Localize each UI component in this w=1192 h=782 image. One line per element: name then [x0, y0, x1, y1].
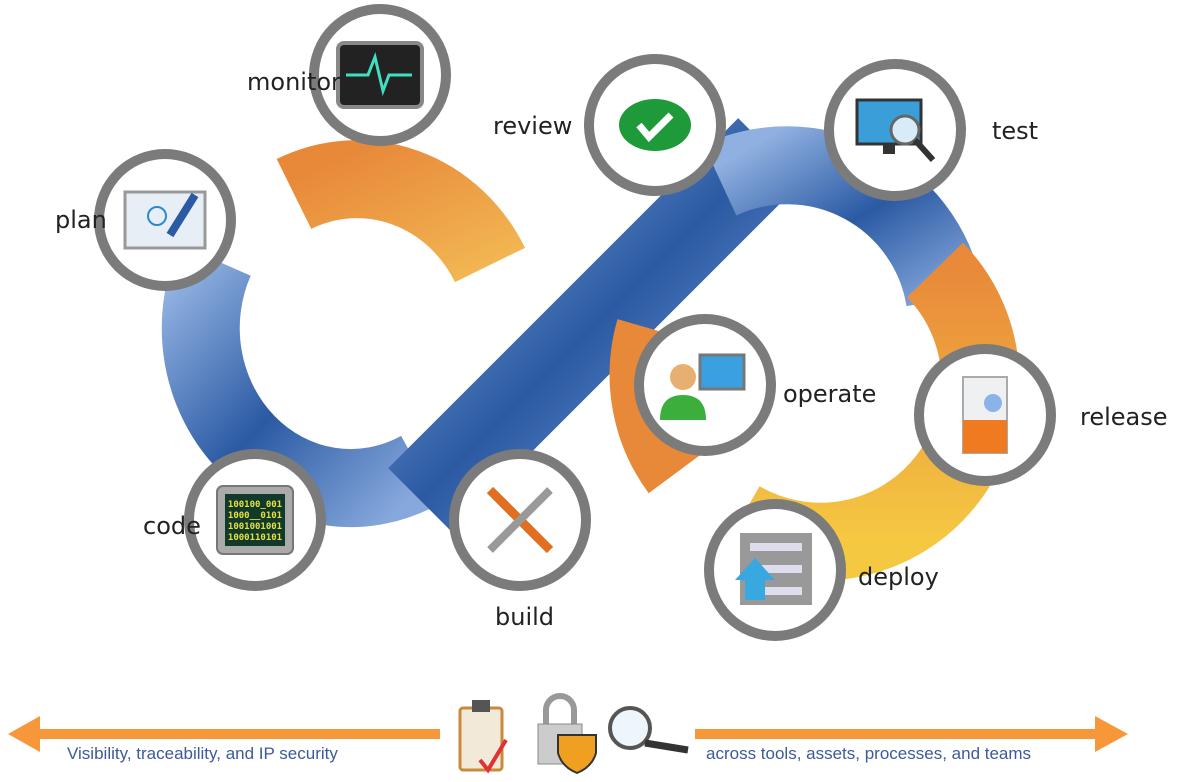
- label-code: code: [143, 512, 201, 540]
- clipboard-checklist-icon: [458, 700, 508, 774]
- ribbon-left-blue: [161, 244, 439, 528]
- label-review: review: [493, 112, 573, 140]
- code-line: 1000110101: [228, 533, 282, 543]
- padlock-shield-icon: [537, 693, 597, 775]
- stage-test: [824, 59, 966, 201]
- checkmark-icon: [619, 99, 691, 151]
- monitor-magnifier-icon: [855, 98, 936, 163]
- stage-deploy: [704, 499, 846, 641]
- label-test: test: [992, 117, 1039, 145]
- label-deploy: deploy: [858, 563, 939, 591]
- label-build: build: [495, 603, 555, 631]
- wrench-screwdriver-icon: [486, 486, 554, 554]
- label-plan: plan: [55, 206, 107, 234]
- user-computer-icon: [660, 353, 746, 420]
- ribbon-diagonal-blue: [388, 118, 802, 532]
- right-arrow: [695, 716, 1128, 752]
- code-line: 1001001001: [228, 522, 282, 532]
- stage-build: [449, 449, 591, 591]
- label-monitor: monitor: [247, 68, 341, 96]
- label-operate: operate: [783, 380, 877, 408]
- code-line: 1000__0101: [228, 511, 282, 521]
- footer-right-caption: across tools, assets, processes, and tea…: [706, 744, 1032, 763]
- ribbon-left-orange: [276, 140, 526, 284]
- software-box-icon: [962, 376, 1008, 454]
- heart-monitor-icon: [336, 41, 424, 109]
- server-upload-icon: [735, 533, 812, 605]
- code-line: 100100_001: [228, 500, 282, 510]
- magnifier-icon: [608, 706, 689, 754]
- stage-monitor: [309, 4, 451, 146]
- stage-review: [584, 54, 726, 196]
- stage-plan: [94, 149, 236, 291]
- label-release: release: [1080, 403, 1168, 431]
- stage-release: [914, 344, 1056, 486]
- stage-operate: [634, 314, 776, 456]
- left-arrow: [8, 716, 440, 752]
- lightbulb-whiteboard-icon: [123, 190, 207, 250]
- footer-left-caption: Visibility, traceability, and IP securit…: [67, 744, 338, 763]
